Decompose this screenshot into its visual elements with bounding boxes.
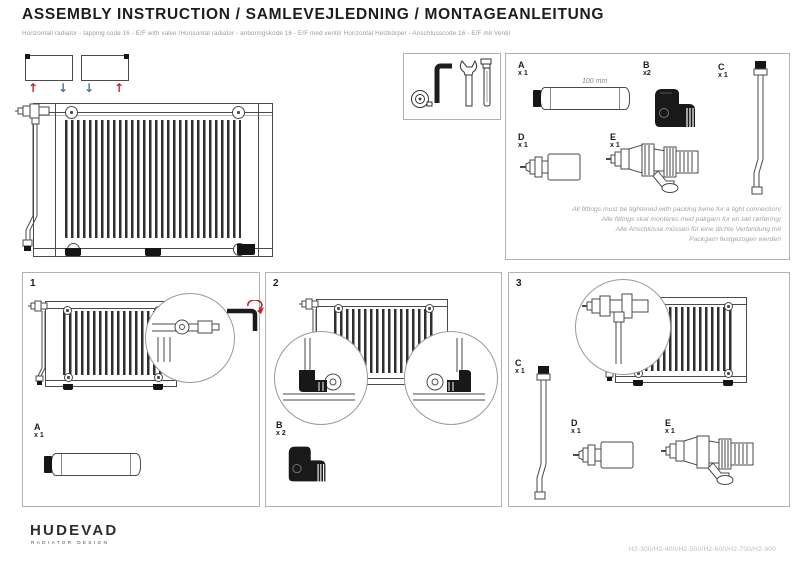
brand-tagline: RADIATOR DESIGN <box>31 540 110 545</box>
step-panel-1: 1 <box>22 272 264 507</box>
valve-and-drop-pipe-icon <box>15 103 50 251</box>
hex-key-rotation-icon <box>227 300 264 331</box>
tapping-mark-icon <box>25 54 30 59</box>
step3-part-e-label: E x 1 <box>665 418 675 436</box>
assembly-note: All fittings must be tightened with pack… <box>572 206 781 243</box>
part-b-label: B x2 <box>643 60 651 78</box>
tape-measure-icon <box>411 90 433 108</box>
step3-part-d-label: D x 1 <box>571 418 581 436</box>
magnifier-detail-circle <box>145 293 235 383</box>
rotation-arrow-icon <box>247 300 263 310</box>
part-d-label: D x 1 <box>518 132 528 150</box>
part-a-label: A x 1 <box>518 60 528 78</box>
valve-body-icon <box>661 435 754 485</box>
cold-flow-down-arrow-icon: ↓ <box>84 81 95 95</box>
corner-bolt-icon <box>64 373 73 382</box>
pipe-wrench-icon <box>480 58 492 107</box>
bent-pipe-icon <box>534 366 551 500</box>
step-panel-3: 3 <box>508 272 790 507</box>
open-end-wrench-icon <box>459 59 478 107</box>
corner-bolt-icon <box>63 306 72 315</box>
hot-flow-up-arrow-icon: ↑ <box>113 81 124 95</box>
vent-plug-icon <box>573 441 634 469</box>
vent-plug-icon <box>520 153 581 181</box>
radiator-foot <box>723 380 733 386</box>
corner-bolt-icon <box>154 373 163 382</box>
pipe-nipple-icon <box>44 453 141 476</box>
radiator-foot <box>153 384 163 390</box>
valve-body-icon <box>606 143 699 193</box>
corner-bolt-icon <box>65 106 78 119</box>
cold-flow-down-arrow-icon: ↓ <box>57 81 68 95</box>
brand-logo: HUDEVAD <box>30 522 119 539</box>
step1-part-a-label: A x 1 <box>34 422 44 440</box>
parts-box: A x 1 100 mm B x2 C x 1 <box>505 53 790 260</box>
radiator-outline <box>25 54 73 81</box>
step-panel-2: 2 <box>265 272 502 507</box>
radiator-fin-pack <box>65 120 241 238</box>
page-subtitle: Horizontall radiator - tapping code 16 -… <box>22 30 511 37</box>
valve-and-drop-pipe-icon <box>28 300 48 385</box>
elbow-fitting-icon <box>288 446 326 482</box>
magnifier-detail-circle <box>575 279 671 375</box>
flow-diagram-right-tapped: ↓ ↑ <box>81 54 129 95</box>
step-number: 1 <box>30 278 36 289</box>
main-radiator-drawing <box>15 96 275 258</box>
magnifier-detail-circle <box>404 331 498 425</box>
corner-bolt-icon <box>724 302 733 311</box>
tapping-mark-icon <box>124 54 129 59</box>
step2-part-b-label: B x 2 <box>276 420 286 438</box>
hot-flow-up-arrow-icon: ↑ <box>28 81 39 95</box>
corner-bolt-icon <box>724 369 733 378</box>
tools-box <box>403 53 501 120</box>
allen-key-icon <box>434 63 452 103</box>
pipe-nipple-icon <box>533 87 630 110</box>
corner-bolt-icon <box>425 304 434 313</box>
corner-bolt-icon <box>232 106 245 119</box>
radiator-foot <box>145 248 161 256</box>
radiator-foot <box>63 384 73 390</box>
step-number: 2 <box>273 278 279 289</box>
magnifier-detail-circle <box>274 331 368 425</box>
radiator-foot <box>237 244 255 255</box>
part-c-label: C x 1 <box>718 62 728 80</box>
elbow-fitting-icon <box>655 89 695 127</box>
corner-bolt-icon <box>334 304 343 313</box>
step3-part-c-label: C x 1 <box>515 358 525 376</box>
part-a-length-label: 100 mm <box>582 78 608 85</box>
allen-key-icon <box>227 308 258 331</box>
step-number: 3 <box>516 278 522 289</box>
model-range: H2-300/H2-400/H2-500/H2-600/H2-700/H2-90… <box>628 546 776 553</box>
part-e-label: E x 1 <box>610 132 620 150</box>
radiator-outline <box>81 54 129 81</box>
radiator-foot <box>65 248 81 256</box>
flow-diagram-left-tapped: ↑ ↓ <box>25 54 73 95</box>
radiator-foot <box>633 380 643 386</box>
bent-pipe-icon <box>751 61 768 195</box>
page-title: ASSEMBLY INSTRUCTION / SAMLEVEJLEDNING /… <box>22 6 605 23</box>
